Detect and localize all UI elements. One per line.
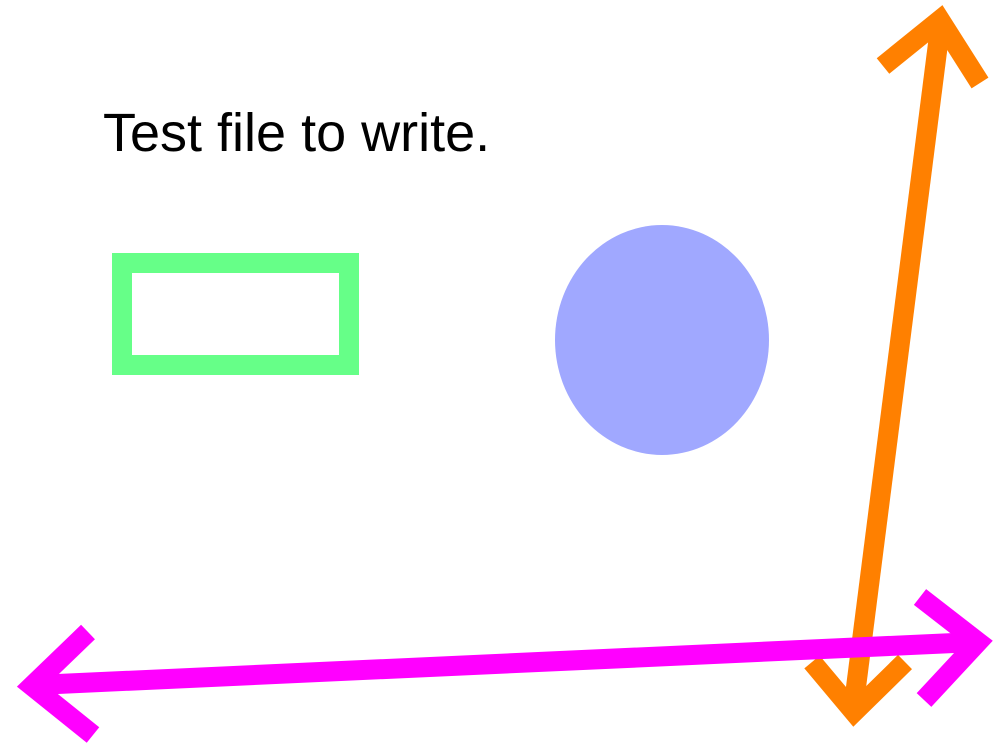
vertical-double-arrow (804, 5, 989, 727)
green-rectangle (112, 253, 359, 375)
vertical-arrow-shaft (844, 26, 950, 705)
horizontal-arrow-shaft (35, 632, 977, 695)
slide-text: Test file to write. (103, 103, 491, 163)
vertical-arrow-top-head (876, 5, 989, 89)
blue-ellipse (555, 225, 769, 455)
horizontal-arrow-left-head (16, 624, 100, 743)
vertical-arrow-bottom-head (804, 654, 913, 727)
horizontal-double-arrow (16, 589, 993, 743)
horizontal-arrow-right-head (913, 589, 993, 707)
